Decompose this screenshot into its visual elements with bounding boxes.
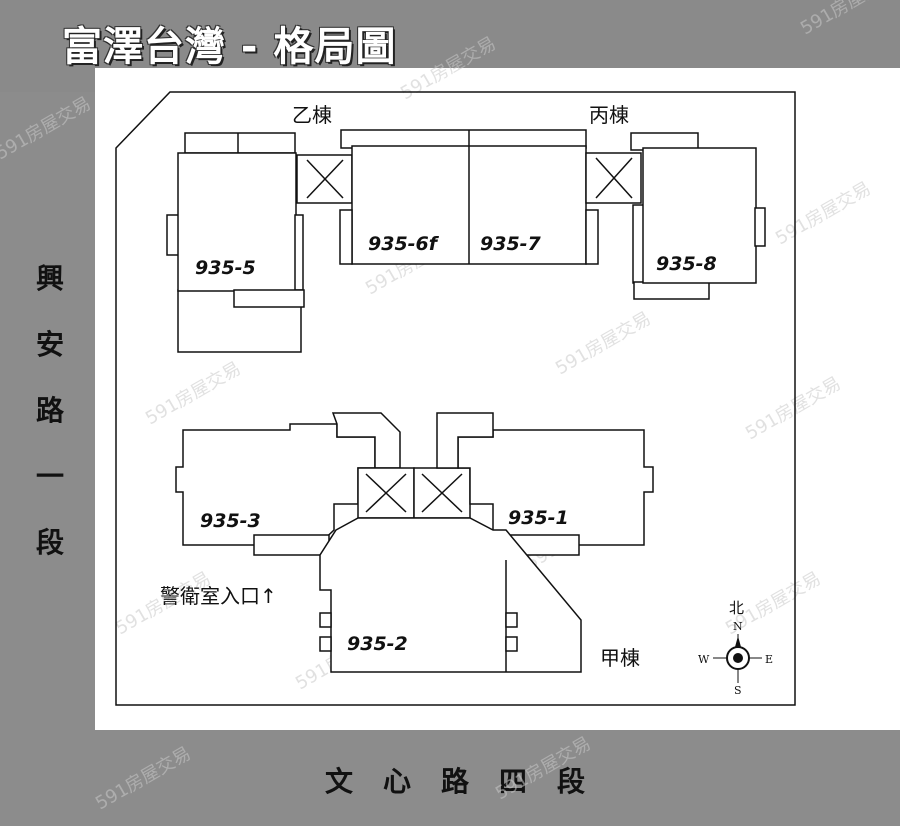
unit-label: 935-6f <box>368 233 440 255</box>
south-road-label: 文心路四段 <box>324 765 615 798</box>
watermark: 591房屋交易 <box>797 0 900 39</box>
west-road-label: 興 安 路 一 段 <box>30 246 70 576</box>
watermark: 591房屋交易 <box>742 373 845 444</box>
building-label-jia: 甲棟 <box>600 646 640 670</box>
unit-935-5-outline <box>166 132 305 353</box>
unit-label: 935-7 <box>480 233 542 255</box>
building-label-yi: 乙棟 <box>292 103 332 127</box>
unit-label: 935-8 <box>656 253 717 275</box>
elevator-box-pair <box>357 467 471 519</box>
watermark: 591房屋交易 <box>397 33 500 104</box>
watermark: 591房屋交易 <box>92 743 195 814</box>
compass-w: W <box>698 653 710 666</box>
compass-s: S <box>734 684 742 697</box>
watermark: 591房屋交易 <box>142 358 245 429</box>
site-boundary <box>115 91 796 706</box>
watermark: 591房屋交易 <box>772 178 875 249</box>
west-road-char: 一 <box>35 460 64 493</box>
watermark: 591房屋交易 <box>0 93 95 164</box>
watermark: 591房屋交易 <box>552 308 655 379</box>
west-road-char: 安 <box>35 328 64 361</box>
compass-e: E <box>765 653 773 666</box>
compass-n: N <box>733 620 743 633</box>
compass-icon: 北 N W E S <box>698 599 773 697</box>
unit-label: 935-5 <box>195 257 256 279</box>
unit-label: 935-1 <box>508 507 569 529</box>
unit-935-6f-7-outline <box>339 129 599 265</box>
page-title: 富澤台灣 - 格局圖 <box>62 24 397 70</box>
unit-935-2-outline <box>319 517 582 673</box>
elevator-box <box>585 152 642 204</box>
unit-935-8-outline <box>630 132 766 300</box>
watermark: 591房屋交易 <box>492 733 595 804</box>
west-road-char: 段 <box>35 526 64 559</box>
west-road-char: 路 <box>35 394 64 427</box>
compass-north-label: 北 <box>729 599 744 617</box>
elevator-box <box>296 154 353 204</box>
guard-entrance-label: 警衛室入口↑ <box>160 584 277 608</box>
building-label-bing: 丙棟 <box>589 103 629 127</box>
unit-label: 935-3 <box>200 510 261 532</box>
west-road-char: 興 <box>35 262 64 295</box>
unit-935-3-outline <box>175 412 401 556</box>
unit-label: 935-2 <box>347 633 408 655</box>
